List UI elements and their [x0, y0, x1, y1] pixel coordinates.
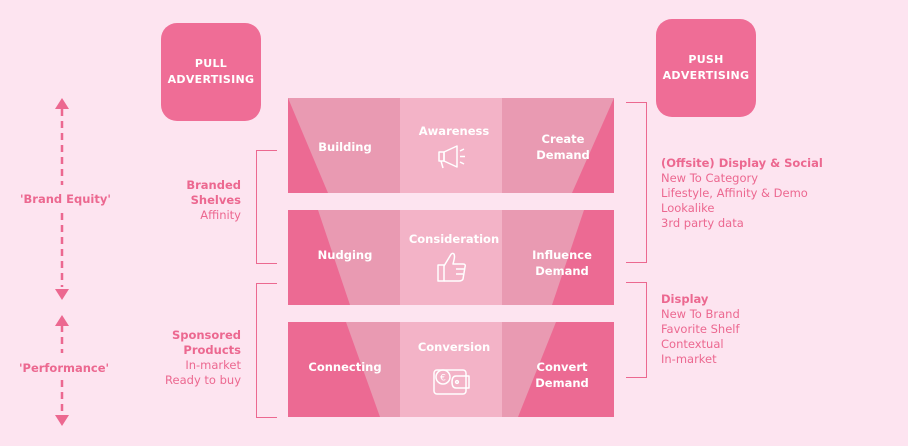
band-awareness-right2: Demand [536, 148, 590, 162]
display-group: Display New To Brand Favorite Shelf Cont… [661, 292, 891, 367]
branded-title1: Branded [186, 178, 241, 192]
thumbs-up-icon [437, 252, 466, 282]
brand-equity-label: 'Brand Equity' [20, 192, 111, 206]
band-awareness-left: Building [318, 140, 372, 154]
display-item: New To Brand [661, 307, 740, 321]
pull-advertising-box: PULL ADVERTISING [161, 23, 261, 121]
push-line2: ADVERTISING [662, 69, 750, 82]
sponsored-products-group: Sponsored Products In-market Ready to bu… [140, 328, 241, 388]
band-consideration-left: Nudging [317, 248, 373, 262]
band-awareness-center: Awareness [418, 124, 490, 138]
push-line1: PUSH [688, 53, 724, 66]
band-conversion-center: Conversion [417, 340, 491, 354]
offsite-item: New To Category [661, 171, 759, 185]
display-title: Display [661, 292, 709, 306]
branded-sub1: Affinity [200, 208, 241, 222]
band-conversion-right2: Demand [535, 376, 589, 390]
pull-line1: PULL [194, 57, 228, 70]
performance-label: 'Performance' [19, 361, 110, 375]
sponsored-title2: Products [183, 343, 241, 357]
display-item: Favorite Shelf [661, 322, 740, 336]
branded-title2: Shelves [190, 193, 241, 207]
band-conversion-left: Connecting [308, 360, 382, 374]
offsite-item: 3rd party data [661, 216, 744, 230]
svg-text:€: € [440, 374, 446, 384]
right-bracket-top [626, 102, 647, 263]
offsite-display-social-group: (Offsite) Display & Social New To Catego… [661, 156, 891, 231]
sponsored-sub1: In-market [185, 358, 241, 372]
offsite-item: Lookalike [661, 201, 715, 215]
push-advertising-box: PUSH ADVERTISING [656, 19, 756, 117]
offsite-title: (Offsite) Display & Social [661, 156, 823, 170]
sponsored-title1: Sponsored [171, 328, 241, 342]
left-axis-arrows [55, 98, 69, 426]
right-bracket-bottom [626, 282, 647, 378]
band-consideration-center: Consideration [408, 232, 500, 246]
band-consideration-right1: Influence [532, 248, 592, 262]
megaphone-icon [438, 145, 465, 169]
branded-shelves-group: Branded Shelves Affinity [150, 178, 241, 223]
band-awareness-right1: Create [541, 132, 585, 146]
left-bracket-bottom [256, 283, 277, 418]
band-consideration-right2: Demand [535, 264, 589, 278]
wallet-icon: € [433, 369, 470, 395]
left-bracket-top [256, 150, 277, 264]
display-item: In-market [661, 352, 717, 366]
offsite-item: Lifestyle, Affinity & Demo [661, 186, 808, 200]
pull-line2: ADVERTISING [167, 73, 255, 86]
sponsored-sub2: Ready to buy [165, 373, 241, 387]
display-item: Contextual [661, 337, 724, 351]
band-conversion-right1: Convert [536, 360, 588, 374]
